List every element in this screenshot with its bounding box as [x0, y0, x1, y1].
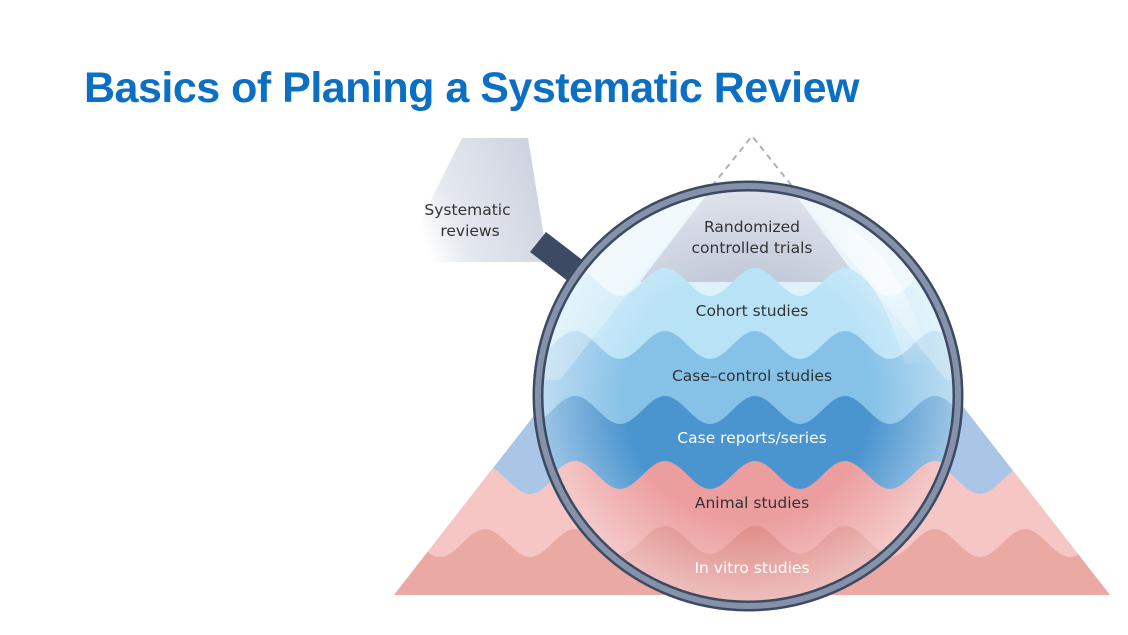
level-label-line: In vitro studies — [694, 559, 809, 577]
level-label-5: Animal studies — [695, 494, 809, 512]
level-label-line: Case–control studies — [672, 367, 832, 385]
pyramid-apex-dashed-outline — [711, 134, 793, 187]
level-label-2: Cohort studies — [696, 302, 809, 320]
magnifier-handle — [530, 232, 585, 282]
apex-label: Systematic reviews — [424, 201, 515, 240]
page-title: Basics of Planing a Systematic Review — [84, 64, 859, 112]
level-label-line: controlled trials — [692, 239, 813, 257]
level-label-6: In vitro studies — [694, 559, 809, 577]
apex-label-line-1: Systematic — [424, 201, 510, 219]
level-label-4: Case reports/series — [677, 429, 826, 447]
level-label-3: Case–control studies — [672, 367, 832, 385]
apex-label-line-2: reviews — [440, 222, 499, 240]
level-label-line: Cohort studies — [696, 302, 809, 320]
systematic-reviews-zone-fade — [400, 138, 548, 262]
lens-gloss — [815, 215, 930, 365]
level-label-line: Animal studies — [695, 494, 809, 512]
level-label-line: Randomized — [704, 218, 800, 236]
level-label-1: Randomized controlled trials — [692, 218, 813, 257]
level-label-line: Case reports/series — [677, 429, 826, 447]
